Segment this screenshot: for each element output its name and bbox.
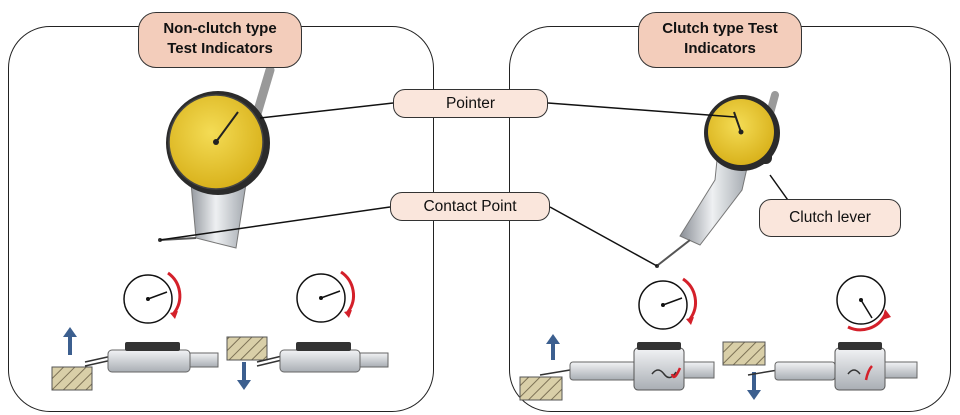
pointer-callout: Pointer	[393, 89, 548, 118]
rotation-arrow-icon	[670, 367, 682, 379]
rotation-arrow-icon	[864, 365, 873, 381]
down-arrow-icon	[237, 362, 251, 390]
title-line: Indicators	[684, 40, 756, 57]
side-view-indicator	[539, 342, 715, 391]
non-clutch-indicator-photo	[158, 65, 275, 249]
rotation-arrow-icon	[340, 270, 355, 313]
workpiece-block	[722, 341, 766, 366]
dial-gauge-icon	[836, 275, 886, 325]
rotation-arrow-icon	[167, 271, 182, 314]
title-line: Clutch type Test	[662, 20, 778, 37]
dial-gauge-icon	[296, 273, 346, 323]
workpiece-block	[519, 376, 563, 401]
rotation-arrow-icon	[682, 277, 697, 320]
workpiece-block	[226, 336, 268, 361]
up-arrow-icon	[546, 334, 560, 360]
dial-gauge-icon	[638, 280, 688, 330]
down-arrow-icon	[747, 372, 761, 400]
side-view-indicator	[747, 342, 918, 391]
side-view-indicator	[84, 342, 219, 373]
up-arrow-icon	[63, 327, 77, 355]
leader-lines	[159, 102, 796, 267]
contact-point-callout: Contact Point	[390, 192, 550, 221]
title-line: Non-clutch type	[163, 20, 277, 37]
side-view-indicator	[256, 342, 389, 373]
clutch-lever-callout: Clutch lever	[759, 199, 901, 237]
title-line: Test Indicators	[167, 40, 273, 57]
workpiece-block	[51, 366, 93, 391]
non-clutch-title: Non-clutch type Test Indicators	[138, 12, 302, 68]
dial-gauge-icon	[123, 274, 173, 324]
clutch-indicator-photo	[655, 91, 780, 268]
clutch-title: Clutch type Test Indicators	[638, 12, 802, 68]
